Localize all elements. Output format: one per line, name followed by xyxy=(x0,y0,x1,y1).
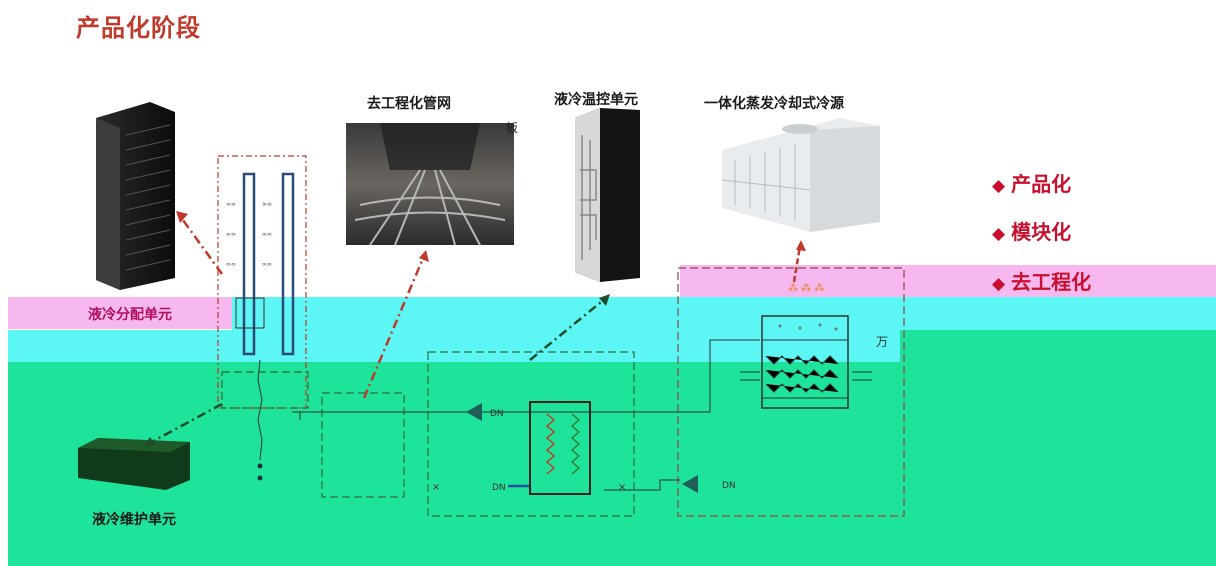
maintenance-dashed-box xyxy=(221,371,309,409)
arrow-head-maintenance xyxy=(143,437,155,447)
page-title: 产品化阶段 xyxy=(76,14,201,42)
pink-band-right xyxy=(680,265,1216,297)
svg-text:板: 板 xyxy=(506,121,518,135)
svg-text:∞∞: ∞∞ xyxy=(262,261,272,268)
arrow-head-cdu xyxy=(176,211,188,223)
svg-text:DN: DN xyxy=(490,409,504,419)
arrow-cdu xyxy=(178,215,224,275)
arrow-head-temp xyxy=(599,294,610,306)
pipe-network-image: 板 xyxy=(346,121,518,246)
maintenance-unit-image xyxy=(78,438,190,490)
svg-text:DN: DN xyxy=(492,483,506,493)
arrow-pipe xyxy=(362,255,426,399)
bullet-productization: ◆产品化 xyxy=(992,172,1072,196)
label-maintenance: 液冷维护单元 xyxy=(92,512,176,528)
heat-exchanger-icon xyxy=(529,401,591,495)
heat-marks-icon: ⁂ ⁂ ⁂ xyxy=(788,282,824,294)
bullet-de-engineering: ◆去工程化 xyxy=(992,270,1092,294)
svg-text:×: × xyxy=(618,482,626,493)
bullet-modularization: ◆模块化 xyxy=(992,220,1072,244)
flow-pipes xyxy=(292,339,872,491)
diamond-icon: ◆ xyxy=(992,274,1006,294)
cdu-rack-image xyxy=(96,102,175,290)
edge-glyph-icon: 万 xyxy=(876,335,888,349)
svg-text:∞∞: ∞∞ xyxy=(226,231,236,238)
label-pipe-network: 去工程化管网 xyxy=(367,96,451,112)
cooling-dashed-box xyxy=(677,267,905,517)
pump-icon-1: DN xyxy=(466,403,504,421)
cdu-tubes: ∞∞ ∞∞ ∞∞ ∞∞ ∞∞ ∞∞ xyxy=(226,172,295,481)
svg-text:∞∞: ∞∞ xyxy=(226,201,236,208)
pipe-dashed-box xyxy=(321,392,405,498)
svg-text:DN: DN xyxy=(722,481,736,491)
svg-text:∞∞: ∞∞ xyxy=(262,231,272,238)
svg-text:×: × xyxy=(432,482,440,493)
arrow-cooling xyxy=(792,245,802,283)
temp-control-unit-image xyxy=(575,108,640,282)
label-cooling-source: 一体化蒸发冷却式冷源 xyxy=(704,96,844,112)
temp-control-dashed-box xyxy=(427,351,635,517)
arrow-head-cooling xyxy=(796,240,806,251)
svg-text:∞∞: ∞∞ xyxy=(226,261,236,268)
arrow-maintenance xyxy=(147,402,223,446)
cooling-tower-icon xyxy=(761,315,849,409)
cyan-band-left xyxy=(8,330,900,362)
pump-icon-2: DN xyxy=(682,475,736,493)
cooling-source-image xyxy=(721,118,880,232)
diamond-icon: ◆ xyxy=(992,176,1006,196)
arrow-temp xyxy=(529,297,607,361)
label-temp-control: 液冷温控单元 xyxy=(554,92,638,108)
green-band-main xyxy=(8,362,1216,566)
pink-band-left xyxy=(8,297,232,329)
diamond-icon: ◆ xyxy=(992,224,1006,244)
label-cdu: 液冷分配单元 xyxy=(88,307,172,323)
svg-text:∞∞: ∞∞ xyxy=(262,201,272,208)
arrow-head-pipe xyxy=(419,250,429,262)
green-band-right xyxy=(900,330,1216,362)
